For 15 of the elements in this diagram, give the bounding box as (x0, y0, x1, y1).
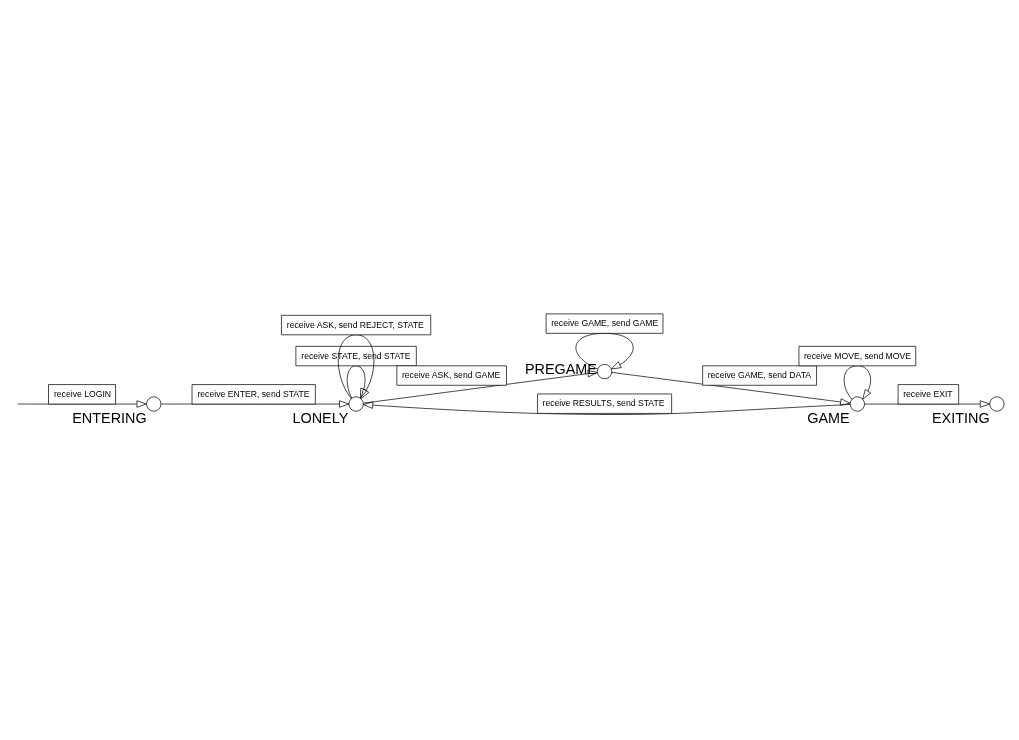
node-label: LONELY (292, 409, 349, 426)
node-label: GAME (807, 409, 850, 426)
edge-label: receive RESULTS, send STATE (542, 397, 665, 408)
edge-label: receive LOGIN (53, 388, 112, 399)
edge-label: receive ENTER, send STATE (197, 388, 310, 399)
edge-label: receive GAME, send GAME (551, 317, 659, 328)
node-label: ENTERING (72, 409, 147, 426)
edge-label: receive EXIT (903, 388, 953, 399)
edge-label: receive GAME, send DATA (707, 369, 812, 380)
edge-label: receive MOVE, send MOVE (803, 350, 912, 361)
node-label: EXITING (932, 409, 990, 426)
edge-label: receive ASK, send GAME (401, 369, 501, 380)
edge-label: receive ASK, send REJECT, STATE (286, 319, 424, 330)
node-label: PREGAME (524, 360, 597, 377)
edge-label: receive STATE, send STATE (301, 350, 411, 361)
